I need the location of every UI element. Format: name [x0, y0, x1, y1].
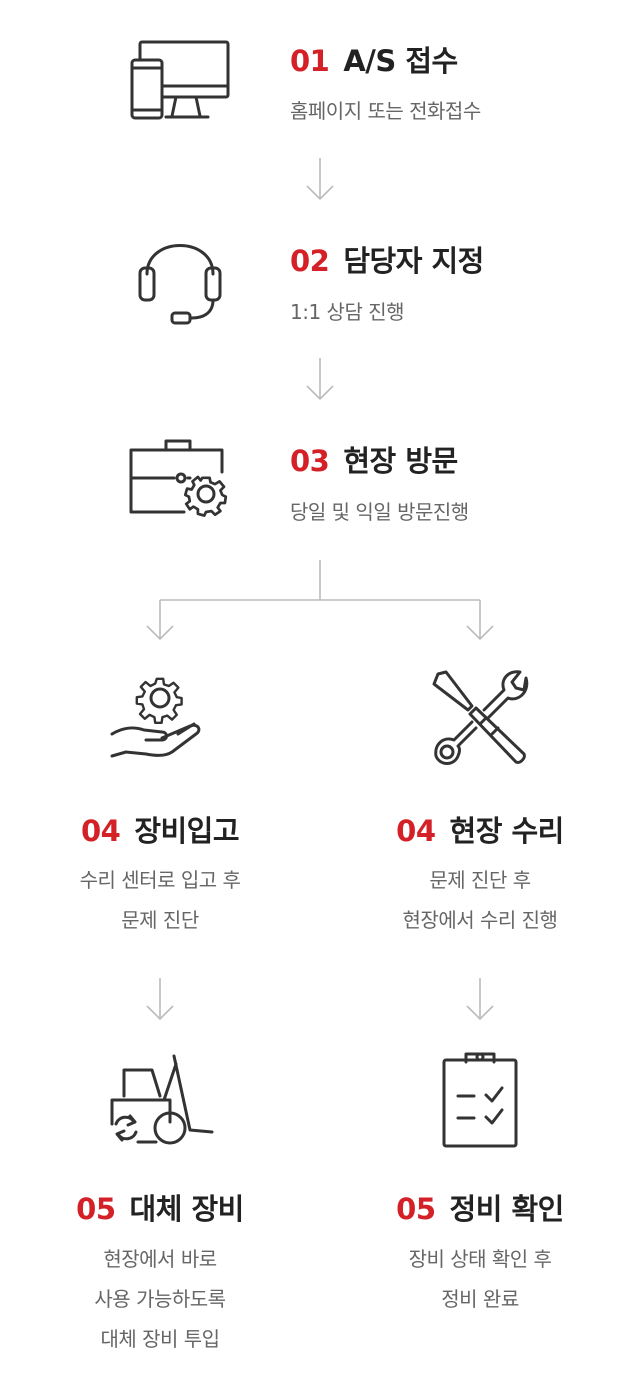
step-number: 05: [76, 1192, 116, 1226]
step-description: 수리 센터로 입고 후 문제 진단: [0, 860, 320, 940]
step-number: 05: [396, 1192, 436, 1226]
branch-connector: [146, 560, 494, 641]
step-title: 대체 장비: [129, 1192, 245, 1226]
description-line: 사용 가능하도록: [94, 1287, 226, 1311]
gear-hand-icon: [108, 668, 214, 764]
description-line: 문제 진단 후: [429, 868, 531, 892]
headset-icon: [132, 230, 228, 330]
arrow-down: [306, 158, 334, 201]
step-description: 장비 상태 확인 후 정비 완료: [320, 1239, 640, 1319]
arrow-down: [306, 358, 334, 401]
step-title: 정비 확인: [449, 1192, 565, 1226]
step-title: 담당자 지정: [343, 244, 484, 278]
step-title: 현장 수리: [449, 814, 565, 848]
step-number: 04: [80, 814, 121, 848]
step-number: 02: [290, 244, 330, 278]
step-number: 04: [396, 814, 436, 848]
devices-icon: [128, 38, 232, 124]
clipboard-check-icon: [440, 1048, 520, 1150]
description-line: 대체 장비 투입: [100, 1327, 220, 1351]
step-description: 1:1 상담 진행: [290, 300, 405, 324]
description-line: 현장에서 수리 진행: [402, 908, 558, 932]
arrow-down: [466, 978, 494, 1021]
screwdriver-wrench-icon: [430, 668, 530, 768]
step-number: 03: [290, 444, 330, 478]
arrow-down: [146, 978, 174, 1021]
description-line: 수리 센터로 입고 후: [79, 868, 241, 892]
forklift-icon: [104, 1052, 216, 1146]
description-line: 문제 진단: [121, 908, 199, 932]
step-number: 01: [290, 44, 330, 78]
step-title: 현장 방문: [343, 444, 458, 478]
description-line: 정비 완료: [441, 1287, 519, 1311]
step-description: 홈페이지 또는 전화접수: [290, 99, 481, 123]
step-title: 장비입고: [134, 814, 240, 848]
step-description: 당일 및 익일 방문진행: [290, 500, 469, 524]
description-line: 장비 상태 확인 후: [408, 1247, 552, 1271]
description-line: 현장에서 바로: [103, 1247, 217, 1271]
step-description: 문제 진단 후 현장에서 수리 진행: [320, 860, 640, 940]
toolbox-gear-icon: [126, 434, 234, 524]
step-title: A/S 접수: [343, 44, 458, 78]
step-description: 현장에서 바로 사용 가능하도록 대체 장비 투입: [0, 1239, 320, 1359]
